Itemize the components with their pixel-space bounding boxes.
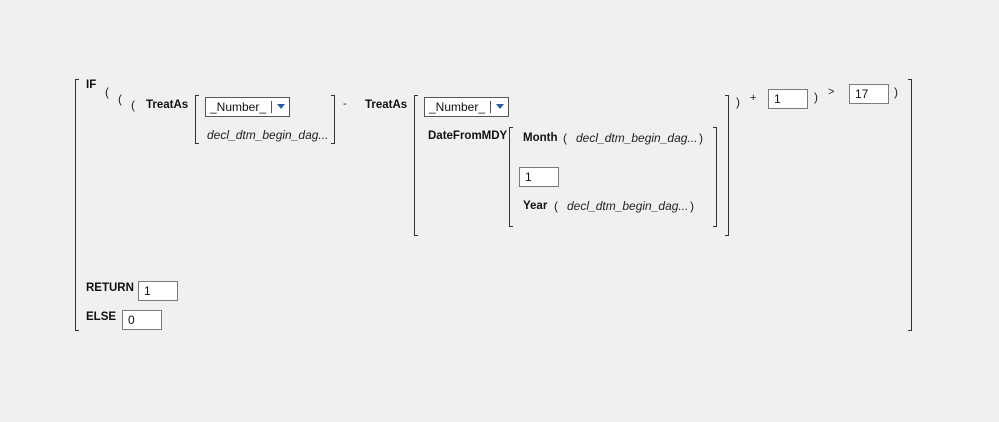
close-paren-1: ) xyxy=(894,85,898,99)
treatas-2-right-bracket xyxy=(725,95,729,236)
if-block-left-bracket xyxy=(75,79,79,331)
month-field[interactable]: decl_dtm_begin_dag... xyxy=(576,131,698,145)
greater-than-operator: > xyxy=(828,86,835,98)
dropdown-separator xyxy=(271,101,272,113)
treatas-1-right-bracket xyxy=(331,95,335,144)
else-keyword: ELSE xyxy=(86,311,117,323)
treatas-1-keyword: TreatAs xyxy=(146,99,189,111)
month-close-paren: ) xyxy=(699,131,703,145)
datefrommdy-right-bracket xyxy=(713,127,717,227)
if-block-right-bracket xyxy=(908,79,912,331)
chevron-down-icon[interactable] xyxy=(496,104,504,109)
treatas-1-field[interactable]: decl_dtm_begin_dag... xyxy=(207,128,329,142)
month-open-paren: ( xyxy=(563,131,567,145)
day-input[interactable]: 1 xyxy=(519,167,559,187)
month-keyword: Month xyxy=(523,132,558,144)
year-open-paren: ( xyxy=(554,199,558,213)
else-value-input[interactable]: 0 xyxy=(122,310,162,330)
plus-value-input[interactable]: 1 xyxy=(768,89,808,109)
treatas-2-type-dropdown[interactable]: _Number_ xyxy=(424,97,509,117)
treatas-1-left-bracket xyxy=(195,95,199,144)
open-paren-2: ( xyxy=(118,92,122,106)
year-close-paren: ) xyxy=(690,199,694,213)
open-paren-3: ( xyxy=(131,98,135,112)
treatas-2-left-bracket xyxy=(414,95,418,236)
chevron-down-icon[interactable] xyxy=(277,104,285,109)
open-paren-1: ( xyxy=(105,85,109,99)
datefrommdy-left-bracket xyxy=(509,127,513,227)
dropdown-separator xyxy=(490,101,491,113)
year-field[interactable]: decl_dtm_begin_dag... xyxy=(567,199,689,213)
year-keyword: Year xyxy=(523,200,548,212)
return-value-input[interactable]: 1 xyxy=(138,281,178,301)
close-paren-3: ) xyxy=(736,95,740,109)
plus-operator: + xyxy=(750,92,757,104)
treatas-2-keyword: TreatAs xyxy=(365,99,408,111)
treatas-1-type-dropdown[interactable]: _Number_ xyxy=(205,97,290,117)
datefrommdy-keyword: DateFromMDY xyxy=(428,130,508,142)
close-paren-2: ) xyxy=(814,90,818,104)
return-keyword: RETURN xyxy=(86,282,134,294)
compare-value-input[interactable]: 17 xyxy=(849,84,889,104)
if-keyword: IF xyxy=(86,79,97,91)
treatas-1-type-value: _Number_ xyxy=(210,100,267,114)
minus-operator: - xyxy=(343,98,347,110)
treatas-2-type-value: _Number_ xyxy=(429,100,486,114)
